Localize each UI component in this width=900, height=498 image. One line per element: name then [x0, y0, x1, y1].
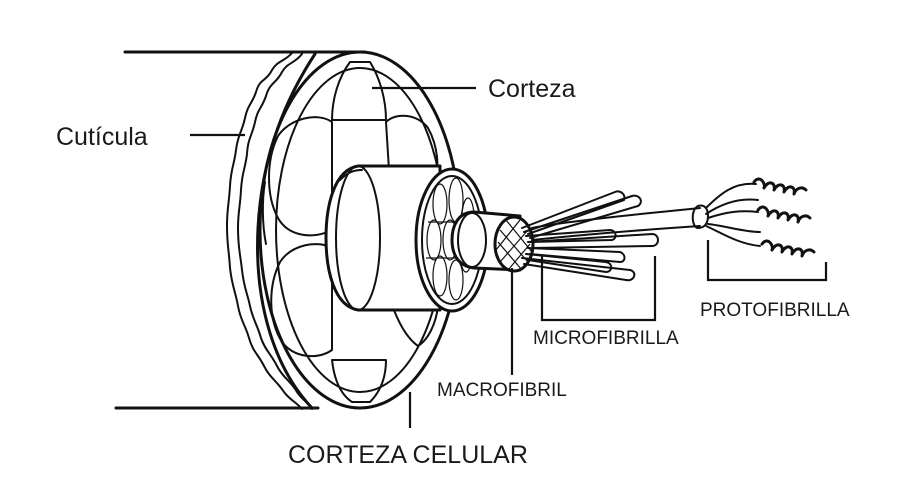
cuticle-layers [226, 52, 317, 410]
label-macrofibril: MACROFIBRIL [437, 380, 567, 401]
label-cuticula: Cutícula [56, 123, 148, 151]
protofibril-bundle [691, 177, 816, 258]
leader-lines [190, 86, 828, 428]
microfibril-strands [521, 190, 701, 282]
label-protofibrilla: PROTOFIBRILLA [700, 300, 850, 321]
cortex-cells [261, 61, 439, 403]
label-corteza: Corteza [488, 75, 576, 103]
label-microfibrilla: MICROFIBRILLA [533, 328, 679, 349]
hair-shaft [114, 50, 367, 410]
label-corteza-celular: CORTEZA CELULAR [288, 441, 528, 469]
macrofibril-cylinder [324, 164, 442, 312]
